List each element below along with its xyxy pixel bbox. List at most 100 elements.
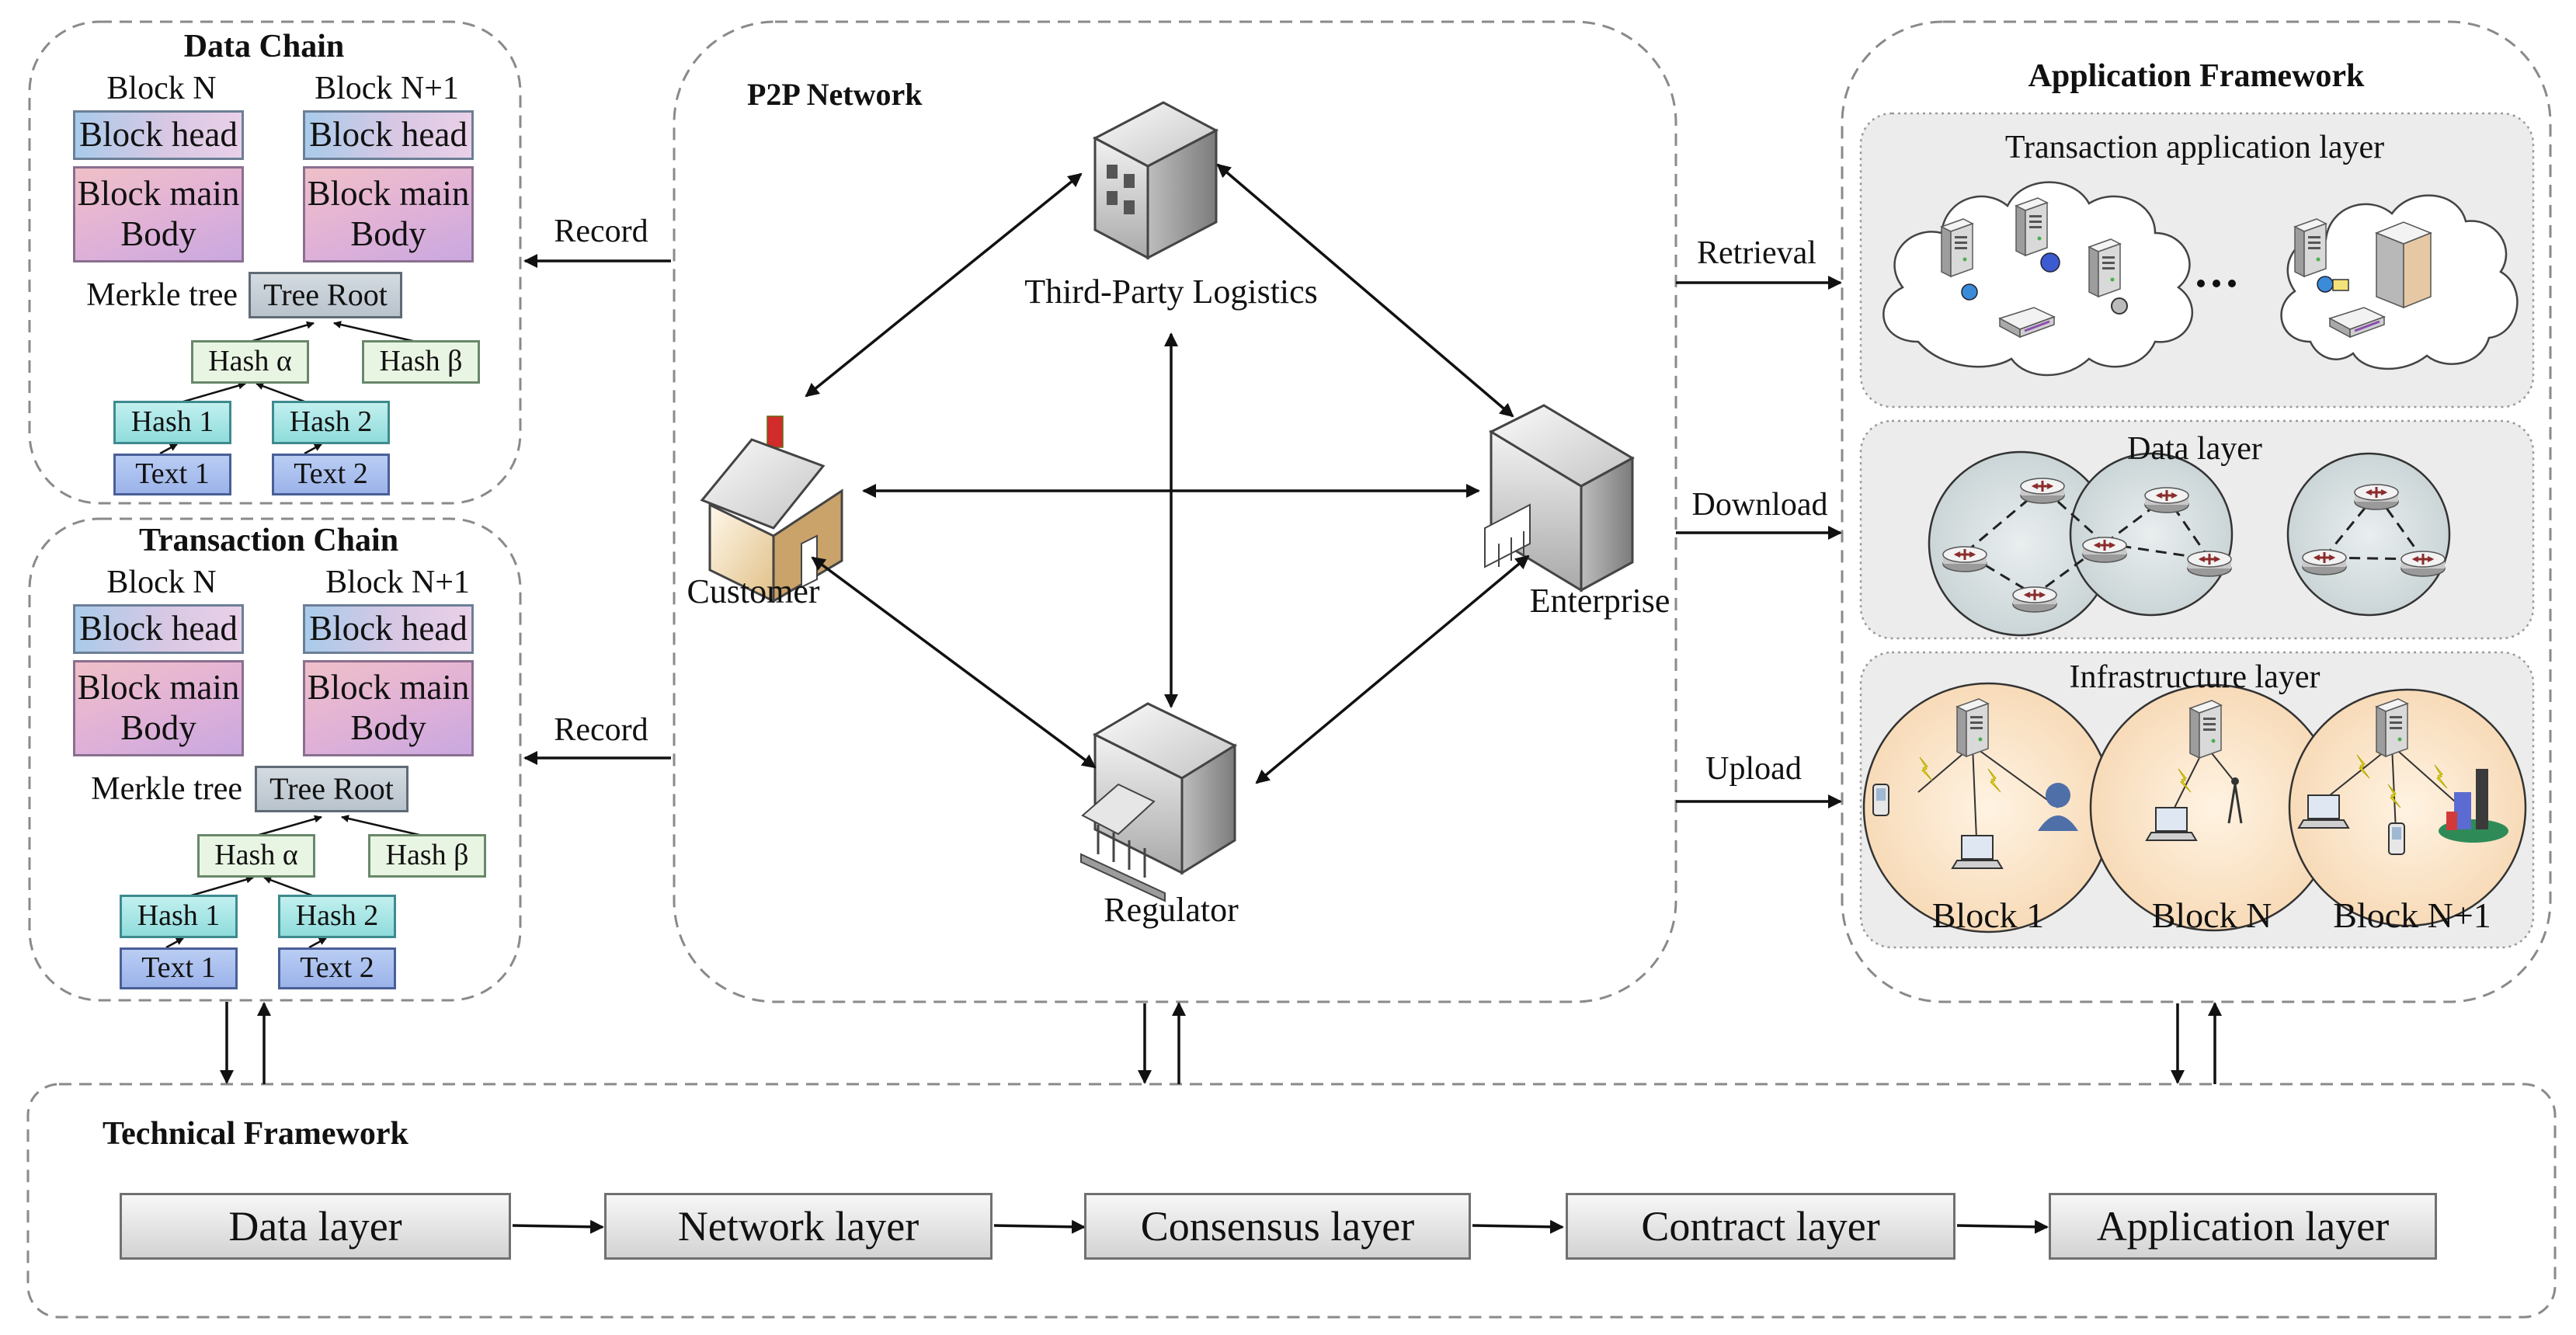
- block-n1-label: Block N+1: [325, 565, 470, 600]
- p2p-network-title: P2P Network: [747, 77, 923, 112]
- data-layer-box: Data layer: [120, 1193, 511, 1260]
- technical-framework-container: [26, 1083, 2557, 1319]
- server-icon: [2376, 698, 2408, 757]
- enterprise-label: Enterprise: [1529, 582, 1670, 620]
- ellipsis-dots: [2197, 280, 2236, 287]
- p2p-links: [805, 163, 1530, 784]
- block-head: Block head: [73, 604, 244, 654]
- infrastructure-layer-label: Infrastructure layer: [2069, 659, 2320, 695]
- block-main-label: Block main: [77, 174, 240, 214]
- hash-beta: Hash β: [368, 834, 486, 878]
- block-n-label: Block N: [106, 71, 217, 106]
- router-icon: [2143, 486, 2190, 514]
- hash-1: Hash 1: [113, 401, 231, 444]
- network-circle: [2069, 452, 2234, 617]
- text-2: Text 2: [272, 454, 390, 495]
- block-head: Block head: [303, 110, 474, 160]
- block-1-label: Block 1: [1931, 895, 2045, 935]
- server-icon: [2189, 700, 2222, 759]
- body-label: Body: [120, 214, 196, 253]
- house-icon: [700, 415, 843, 603]
- merkle-tree-label: Merkle tree: [86, 277, 238, 313]
- block-n1-label: Block N+1: [315, 71, 459, 106]
- block-n-label: Block N: [2151, 895, 2272, 935]
- folder-icon: [2332, 279, 2349, 291]
- router-icon: [2353, 483, 2400, 511]
- text-1: Text 1: [120, 947, 238, 989]
- server-icon: [1941, 218, 1973, 277]
- block-n1-label: Block N+1: [2333, 895, 2491, 935]
- hash-alpha: Hash α: [191, 340, 309, 384]
- block-head: Block head: [73, 110, 244, 160]
- server-icon: [2015, 197, 2048, 256]
- router-icon: [2081, 536, 2128, 564]
- city-icon: [2439, 769, 2508, 843]
- bank-building-icon: [1080, 702, 1238, 902]
- application-framework-container: [1841, 20, 2552, 1003]
- block-main-body: Block main Body: [303, 660, 474, 756]
- block-main-body: Block main Body: [73, 166, 244, 262]
- hash-alpha: Hash α: [197, 834, 315, 878]
- block-main-body: Block main Body: [303, 166, 474, 262]
- hash-2: Hash 2: [272, 401, 390, 444]
- body-label: Body: [350, 708, 426, 747]
- block-main-label: Block main: [307, 668, 470, 707]
- p2p-network-container: [673, 20, 1677, 1003]
- globe-icon: [2317, 276, 2334, 293]
- server-icon: [2088, 238, 2121, 297]
- merkle-tree-label: Merkle tree: [91, 771, 242, 807]
- tree-root: Tree Root: [255, 766, 408, 812]
- transaction-chain-container: [28, 517, 522, 1002]
- block-n-label: Block N: [106, 565, 217, 600]
- hash-beta: Hash β: [362, 340, 480, 384]
- vertical-links: [220, 1002, 2222, 1084]
- block-main-label: Block main: [77, 668, 240, 707]
- router-icon: [2301, 548, 2348, 576]
- data-chain-title: Data Chain: [183, 29, 345, 64]
- retrieval-label: Retrieval: [1697, 235, 1816, 271]
- merkle-links-data: [159, 321, 417, 455]
- hash-2: Hash 2: [278, 895, 396, 938]
- body-label: Body: [350, 214, 426, 253]
- record-label: Record: [554, 712, 648, 748]
- router-icon: [1942, 545, 1988, 573]
- block-main-label: Block main: [307, 174, 470, 214]
- factory-building-icon: [1484, 404, 1636, 593]
- server-icon: [1956, 698, 1989, 757]
- globe-icon: [2040, 252, 2060, 273]
- server-rack-icon: [2374, 221, 2433, 309]
- application-framework-title: Application Framework: [2028, 58, 2365, 94]
- globe-icon: [1961, 283, 1978, 301]
- server-icon: [2294, 218, 2327, 277]
- body-label: Body: [120, 708, 196, 747]
- tree-root: Tree Root: [249, 272, 402, 318]
- contract-layer-box: Contract layer: [1566, 1193, 1955, 1260]
- record-label: Record: [554, 214, 648, 249]
- upload-label: Upload: [1705, 751, 1802, 787]
- settings-icon: [2111, 297, 2128, 315]
- merkle-links-transaction: [165, 815, 423, 949]
- consensus-layer-box: Consensus layer: [1084, 1193, 1471, 1260]
- download-label: Download: [1691, 487, 1828, 523]
- text-2: Text 2: [278, 947, 396, 989]
- transaction-chain-title: Transaction Chain: [138, 523, 399, 558]
- phone-icon: [2388, 822, 2405, 855]
- phone-icon: [1872, 784, 1889, 816]
- customer-label: Customer: [687, 572, 820, 610]
- network-circle: [2286, 452, 2451, 617]
- data-layer-label: Data layer: [2127, 431, 2262, 467]
- router-icon: [2011, 586, 2058, 614]
- transaction-application-layer-label: Transaction application layer: [2004, 130, 2385, 165]
- router-icon: [2186, 550, 2233, 578]
- router-icon: [2019, 477, 2066, 505]
- text-1: Text 1: [113, 454, 231, 495]
- block-main-body: Block main Body: [73, 660, 244, 756]
- regulator-label: Regulator: [1104, 891, 1239, 929]
- antenna-icon: [2227, 777, 2243, 824]
- hash-1: Hash 1: [120, 895, 238, 938]
- office-building-icon: [1092, 101, 1219, 260]
- layer-flow-arrows: [512, 1219, 2049, 1234]
- data-chain-container: [28, 20, 522, 505]
